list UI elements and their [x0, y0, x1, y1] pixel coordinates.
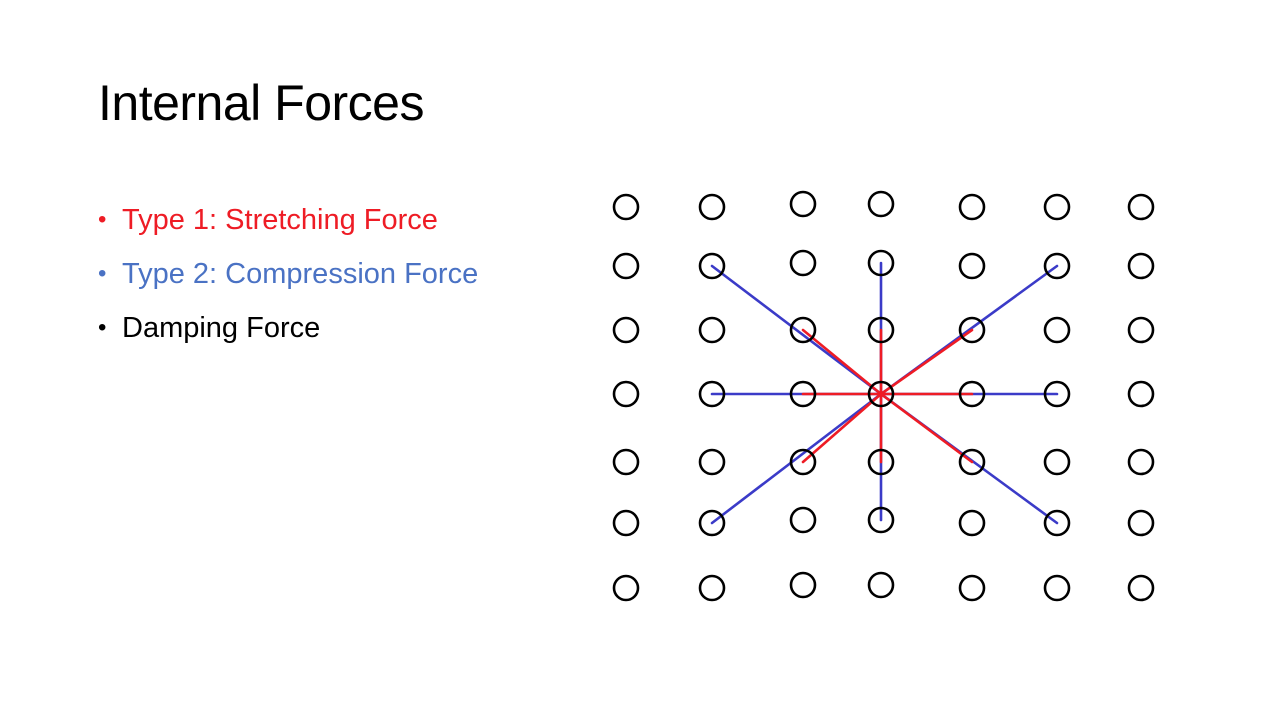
mass-node: [1127, 574, 1155, 602]
mass-node: [1127, 380, 1155, 408]
bullet-text-stretching: Type 1: Stretching Force: [122, 203, 438, 236]
mass-node: [612, 574, 640, 602]
mass-node: [698, 574, 726, 602]
mass-node: [789, 190, 817, 218]
mass-node: [1043, 252, 1071, 280]
mass-node: [1043, 448, 1071, 476]
mass-node: [867, 190, 895, 218]
bullet-text-compression: Type 2: Compression Force: [122, 257, 479, 290]
bullet-dot-icon: •: [98, 206, 107, 233]
mass-node: [1127, 252, 1155, 280]
mass-node: [698, 448, 726, 476]
bullet-damping: • Damping Force: [98, 301, 478, 355]
mass-node: [698, 252, 726, 280]
mass-node: [867, 249, 895, 277]
mass-node: [1127, 509, 1155, 537]
stretching-spring-line: [801, 392, 883, 464]
mass-node: [1043, 316, 1071, 344]
mass-node: [612, 316, 640, 344]
mass-node: [958, 448, 986, 476]
mass-node: [612, 509, 640, 537]
spring-lines: [710, 261, 1059, 525]
bullet-stretching: • Type 1: Stretching Force: [98, 193, 478, 247]
mass-node: [1043, 193, 1071, 221]
mass-node: [958, 509, 986, 537]
mass-node: [867, 448, 895, 476]
mass-node: [958, 380, 986, 408]
mass-node: [1127, 448, 1155, 476]
bullet-text-damping: Damping Force: [122, 311, 321, 344]
mass-node: [867, 316, 895, 344]
mass-node: [1127, 316, 1155, 344]
mass-node: [958, 316, 986, 344]
mass-node: [789, 448, 817, 476]
mass-node: [958, 252, 986, 280]
bullet-dot-icon: •: [98, 314, 107, 341]
stretching-spring-line: [879, 392, 974, 464]
mass-node: [867, 571, 895, 599]
mass-node: [698, 193, 726, 221]
stretching-spring-line: [879, 328, 974, 396]
mass-node: [789, 249, 817, 277]
mass-node: [1043, 509, 1071, 537]
mass-node: [958, 574, 986, 602]
mass-node: [789, 571, 817, 599]
mass-node: [612, 380, 640, 408]
mass-node: [958, 193, 986, 221]
mass-node: [612, 193, 640, 221]
bullet-compression: • Type 2: Compression Force: [98, 247, 478, 301]
mass-node: [1043, 574, 1071, 602]
bullet-dot-icon: •: [98, 260, 107, 287]
mass-node: [612, 448, 640, 476]
mass-node: [698, 509, 726, 537]
stretching-spring-line: [801, 328, 883, 396]
grid-nodes: [612, 190, 1155, 602]
mass-node: [789, 380, 817, 408]
mass-node: [789, 316, 817, 344]
mass-node: [612, 252, 640, 280]
mass-node: [698, 316, 726, 344]
mass-node: [789, 506, 817, 534]
slide-title: Internal Forces: [98, 75, 424, 131]
mass-node: [867, 506, 895, 534]
mass-node: [1043, 380, 1071, 408]
center-mass-node: [867, 380, 895, 408]
mass-node: [1127, 193, 1155, 221]
compression-spring-line: [710, 264, 883, 396]
mass-node: [698, 380, 726, 408]
bullet-list: • Type 1: Stretching Force • Type 2: Com…: [98, 193, 478, 355]
compression-spring-line: [710, 392, 883, 525]
